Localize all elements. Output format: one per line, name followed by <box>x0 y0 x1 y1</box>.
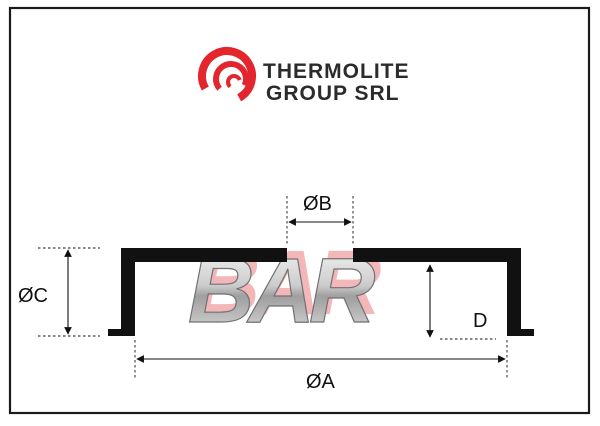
logo-line-1: THERMOLITE <box>263 60 410 83</box>
company-logo: THERMOLITE GROUP SRL <box>198 47 410 105</box>
dimension-c: ØC <box>18 247 100 337</box>
dimension-c-label: ØC <box>18 285 48 307</box>
logo-line-2: GROUP SRL <box>266 82 399 105</box>
thermolite-swirl-icon <box>198 47 256 105</box>
profile-right <box>353 248 534 336</box>
dimension-a: ØA <box>134 340 508 393</box>
disc-profile <box>108 248 534 336</box>
dimension-d-label: D <box>473 310 487 332</box>
dimension-d: D <box>426 264 496 340</box>
dimension-b-label: ØB <box>303 193 332 215</box>
profile-left <box>108 248 287 336</box>
dimension-b: ØB <box>286 193 354 246</box>
dimension-a-label: ØA <box>306 371 336 393</box>
drawing-frame <box>8 6 591 415</box>
